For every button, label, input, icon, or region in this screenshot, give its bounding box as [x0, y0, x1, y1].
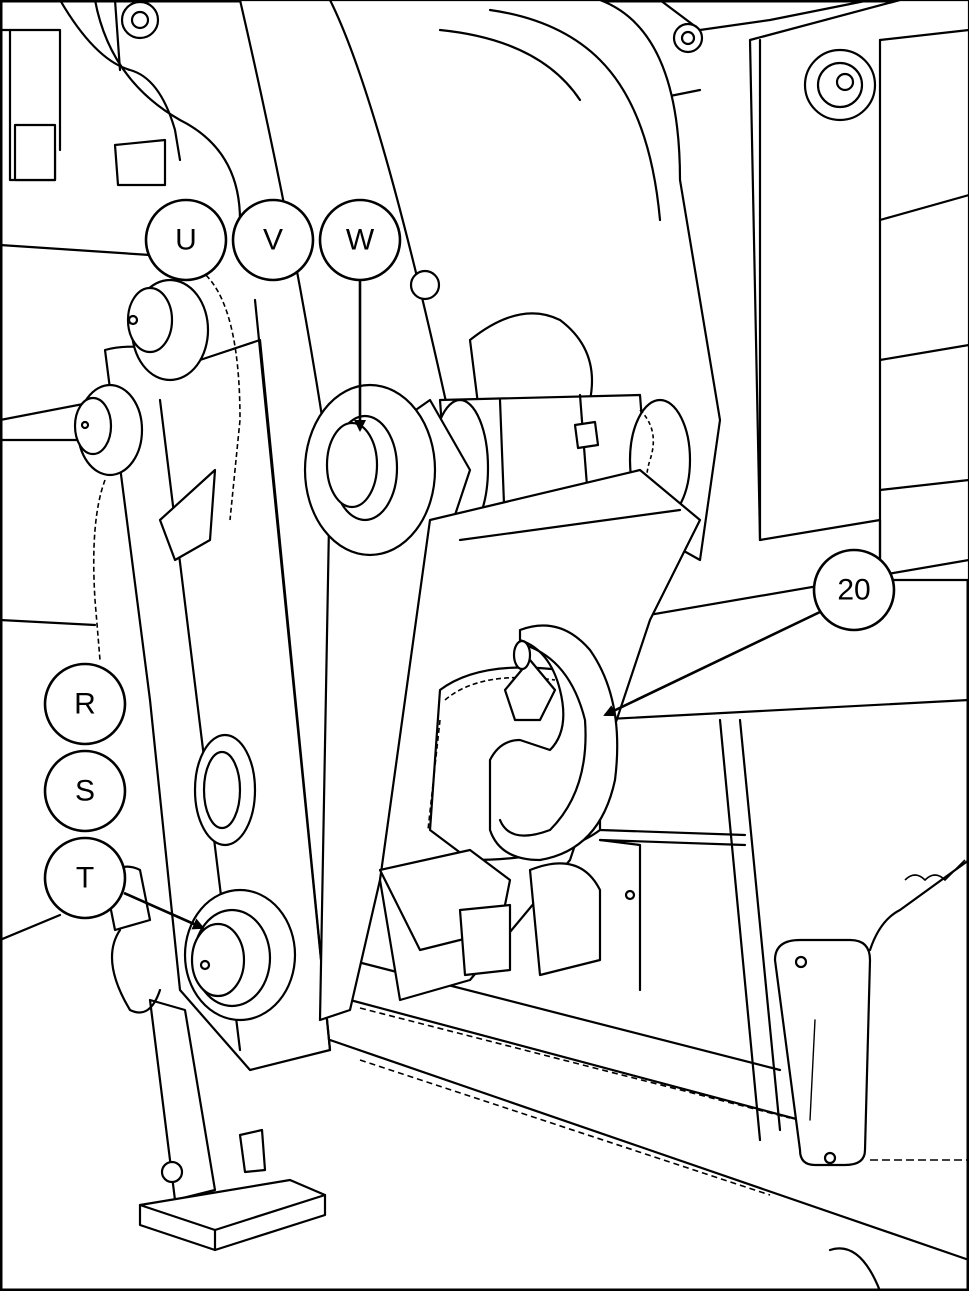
callout-s-label: S [75, 775, 95, 808]
callout-w-label: W [346, 224, 375, 257]
callout-r: R [43, 662, 127, 746]
callout-v: V [231, 198, 315, 282]
hook-assembly [378, 624, 642, 992]
callout-r-label: R [74, 688, 96, 721]
callout-group: U V W R S T 20 [43, 198, 896, 930]
left-beam [73, 269, 332, 1252]
callout-w: W [318, 198, 402, 282]
callout-20-label: 20 [837, 574, 870, 607]
callout-20: 20 [812, 548, 896, 632]
callout-u: U [144, 198, 228, 282]
callout-u-label: U [175, 224, 197, 257]
callout-20-leader [603, 610, 821, 717]
callout-t-label: T [76, 862, 94, 895]
callout-s: S [43, 749, 127, 833]
callout-t-leader [123, 891, 205, 930]
callout-v-label: V [263, 224, 283, 257]
callout-t: T [43, 836, 127, 920]
